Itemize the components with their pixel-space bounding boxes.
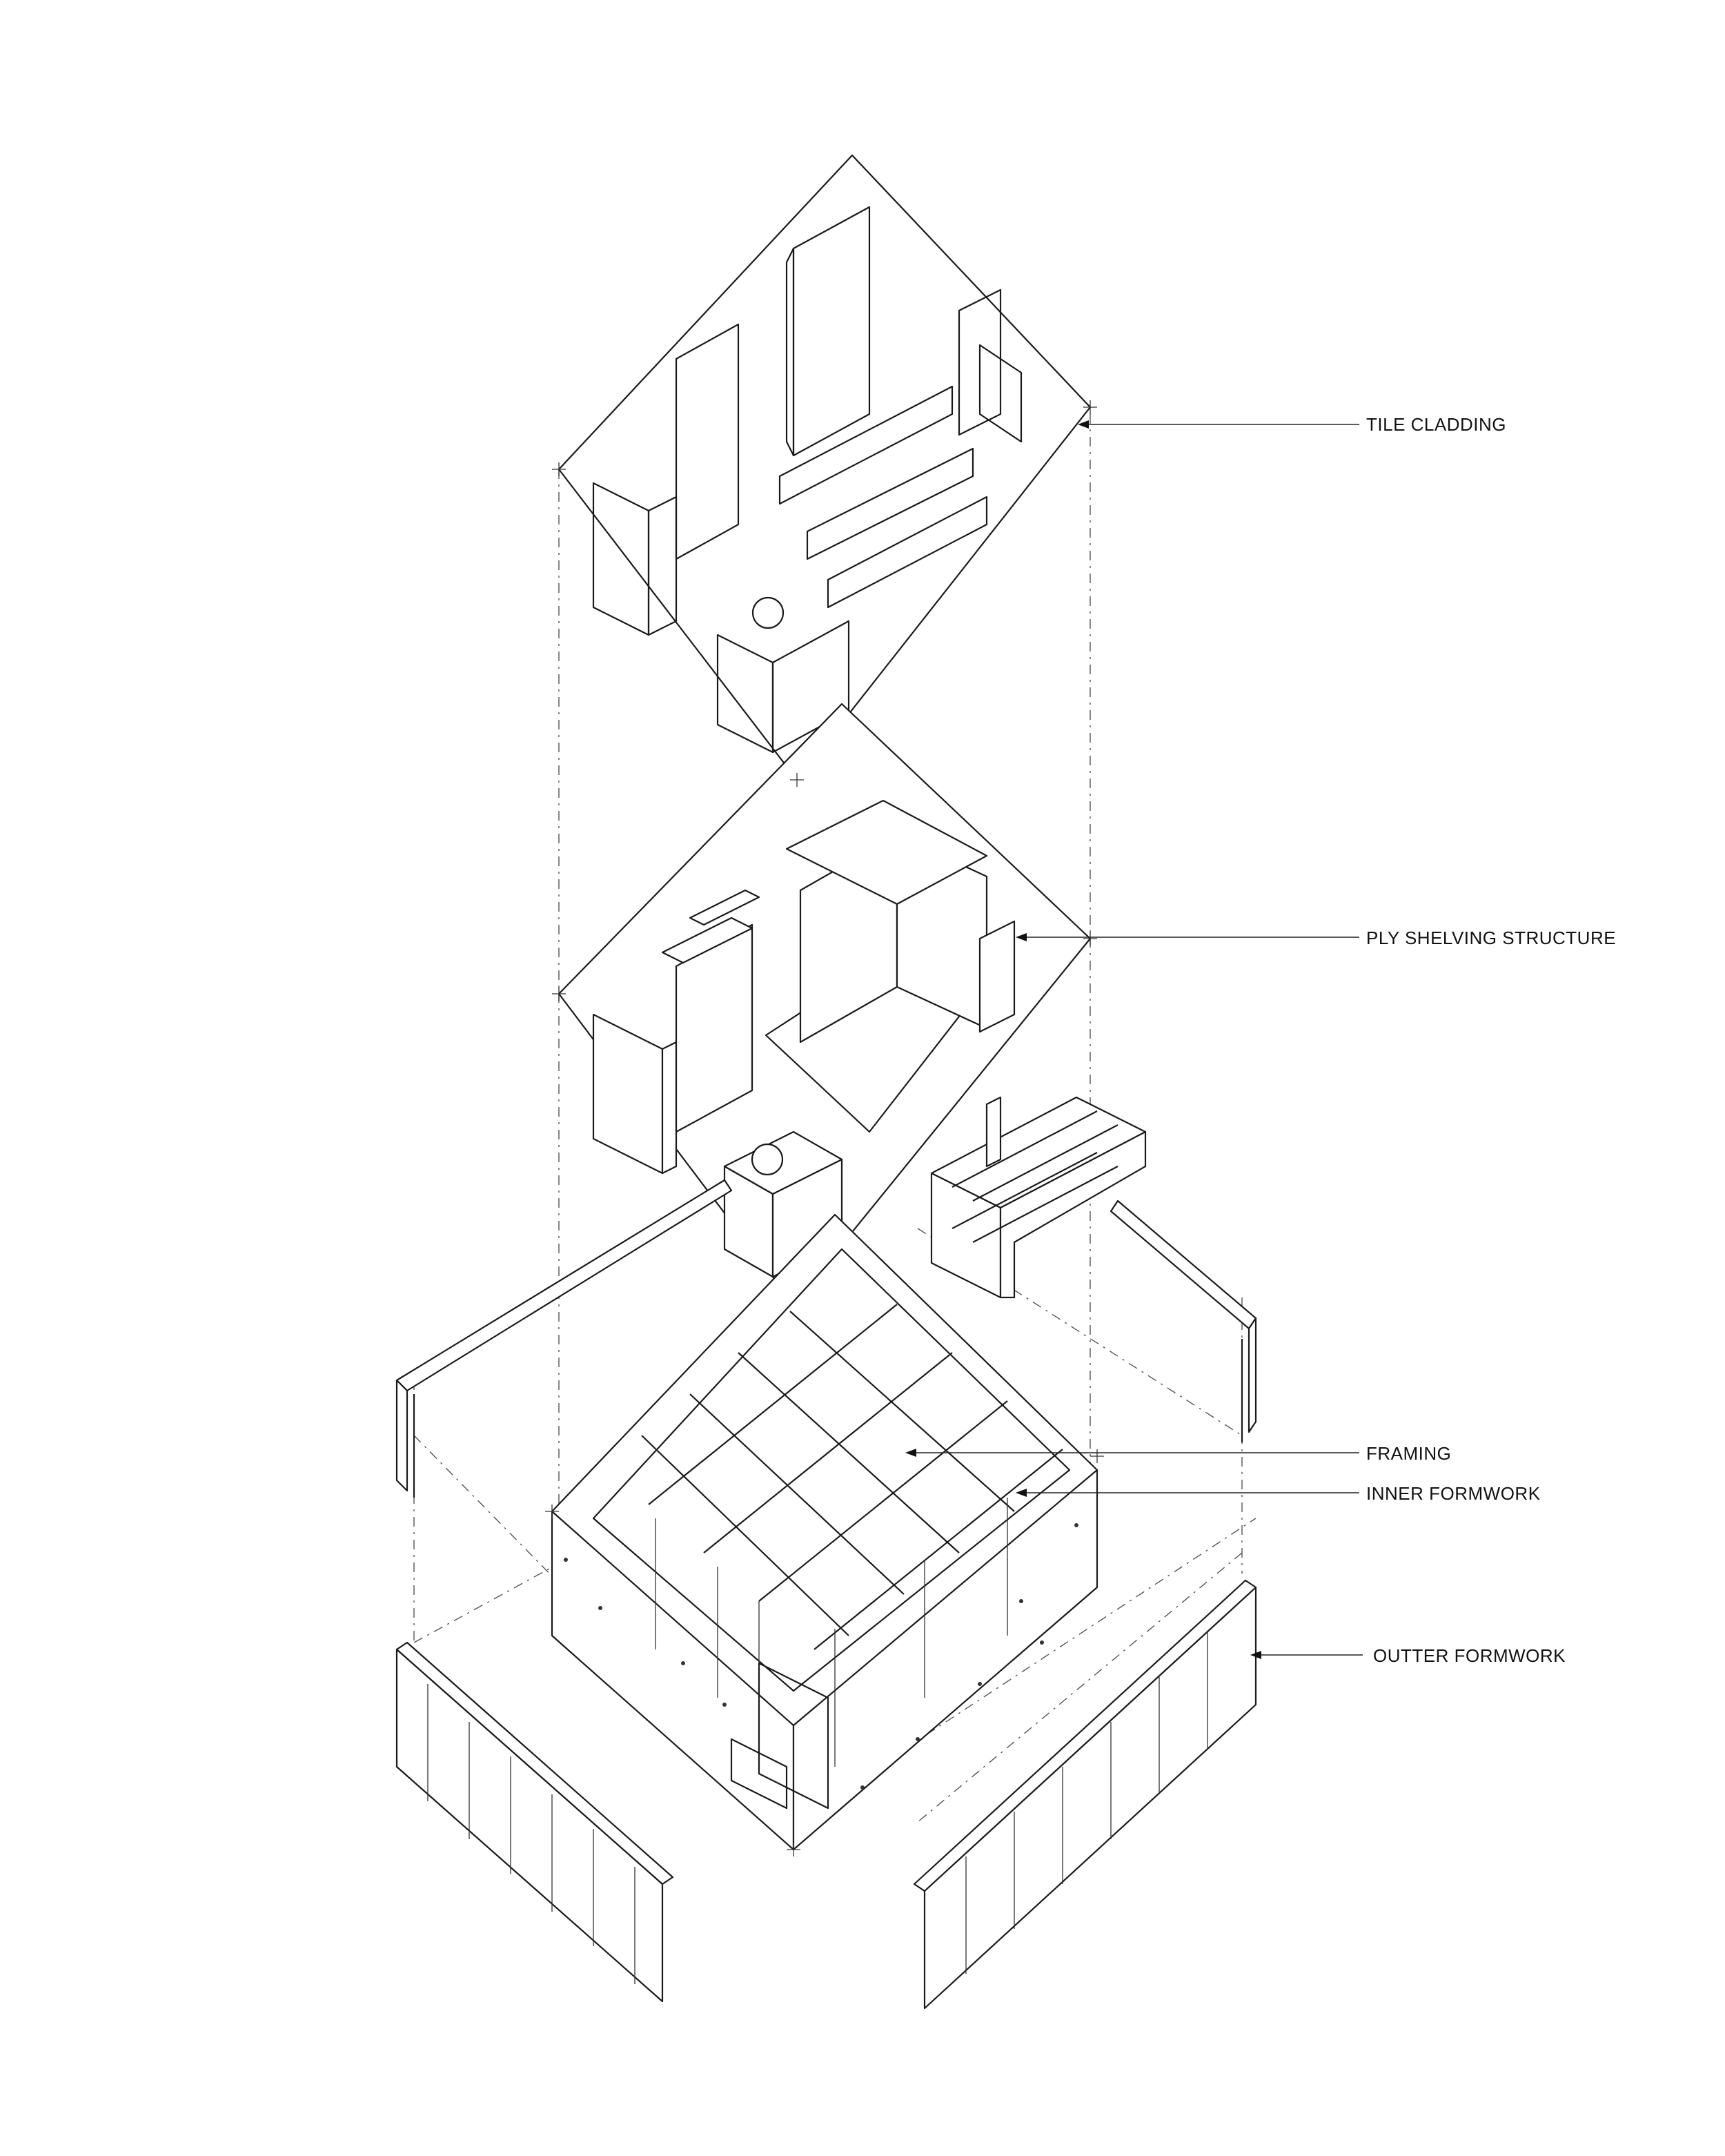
label-framing: FRAMING: [1366, 1443, 1451, 1464]
label-tile-cladding: TILE CLADDING: [1366, 414, 1506, 435]
ply-shelving-layer: [552, 703, 1147, 1311]
label-ply-shelving-structure: PLY SHELVING STRUCTURE: [1366, 928, 1616, 948]
label-outter-formwork: OUTTER FORMWORK: [1373, 1645, 1566, 1666]
outter-formwork-panels: [395, 1579, 1257, 2010]
tile-cladding-layer: [552, 154, 1097, 781]
formwork-core: [545, 1213, 1104, 1856]
label-inner-formwork: INNER FORMWORK: [1366, 1483, 1541, 1504]
annotations: TILE CLADDING PLY SHELVING STRUCTURE FRA…: [905, 414, 1616, 1666]
side-beams: [395, 1179, 1257, 1498]
